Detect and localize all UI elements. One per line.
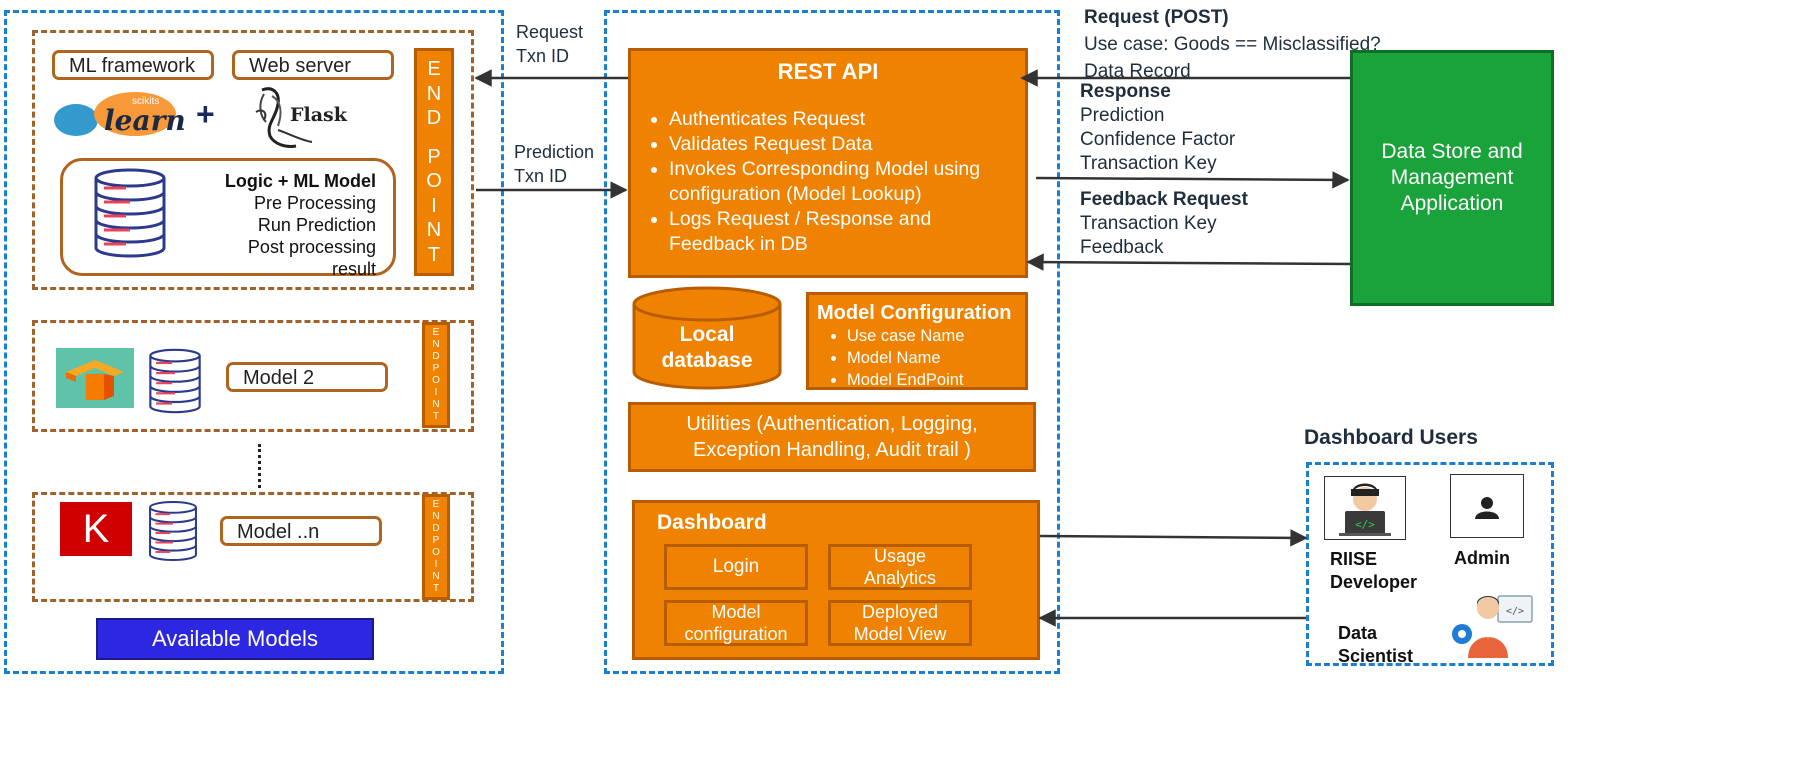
prediction-txn-label: Prediction Txn ID xyxy=(514,142,595,186)
model-configuration-title: Model Configuration xyxy=(817,302,1012,324)
endpoint-2: E N D P O I N T xyxy=(422,322,450,428)
web-server-label: Web server xyxy=(232,50,394,80)
response-note-line3: Transaction Key xyxy=(1080,153,1217,174)
flask-logo: Flask xyxy=(252,82,352,152)
code-glyph: </> xyxy=(1506,606,1524,617)
feedback-note-line2: Feedback xyxy=(1080,237,1164,258)
ml-framework-label: ML framework xyxy=(52,50,214,80)
available-models-panel xyxy=(4,10,504,674)
model-card-1 xyxy=(32,30,474,290)
logic-model-box xyxy=(60,158,396,276)
rest-api-bullets: Authenticates Request Validates Request … xyxy=(631,107,1025,257)
model-configuration-button[interactable]: Model configuration xyxy=(664,600,808,646)
feedback-note: Feedback Request Transaction Key Feedbac… xyxy=(1080,188,1248,260)
config-model-name: Model Name xyxy=(847,347,1019,369)
dashboard-users-panel xyxy=(1306,462,1554,666)
database-icon xyxy=(146,348,204,414)
model-card-3 xyxy=(32,492,474,602)
logic-line-result: result xyxy=(331,259,376,279)
logic-line-post: Post processing xyxy=(247,237,376,257)
bullet-validate: Validates Request Data xyxy=(669,132,1025,157)
feedback-note-title: Feedback Request xyxy=(1080,189,1248,210)
model-2-label: Model 2 xyxy=(226,362,388,392)
response-note-title: Response xyxy=(1080,81,1171,102)
endpoint-1: E N D P O I N T xyxy=(414,48,454,276)
utilities-box: Utilities (Authentication, Logging, Exce… xyxy=(628,402,1036,472)
more-models-separator xyxy=(258,444,261,488)
riise-developer-label: RIISE Developer xyxy=(1330,549,1418,592)
response-note-line1: Prediction xyxy=(1080,105,1165,126)
request-note: Request (POST) Use case: Goods == Miscla… xyxy=(1084,4,1381,85)
model-n-label: Model ..n xyxy=(220,516,382,546)
local-database: Local database xyxy=(632,286,782,390)
dashboard-users-title: Dashboard Users xyxy=(1304,426,1478,449)
tensorflow-logo xyxy=(56,348,134,408)
config-model-endpoint: Model EndPoint xyxy=(847,369,1019,391)
bullet-authenticate: Authenticates Request xyxy=(669,107,1025,132)
utilities-line1: Utilities (Authentication, Logging, xyxy=(686,413,978,435)
feedback-note-line1: Transaction Key xyxy=(1080,213,1217,234)
utilities-line2: Exception Handling, Audit trail ) xyxy=(693,439,971,461)
arrow-response-to-datastore xyxy=(1035,171,1350,189)
local-database-line2: database xyxy=(661,349,753,372)
rest-api-panel xyxy=(604,10,1060,674)
model-configuration-box: Model Configuration Use case Name Model … xyxy=(806,292,1028,390)
data-store-line2: Management xyxy=(1390,166,1514,189)
admin-label: Admin xyxy=(1454,548,1510,568)
request-note-title: Request (POST) xyxy=(1084,7,1229,28)
data-scientist-label: Data Scientist xyxy=(1338,623,1414,666)
usage-analytics-button[interactable]: Usage Analytics xyxy=(828,544,972,590)
logic-line-run: Run Prediction xyxy=(257,215,376,235)
arrow-dashboard-to-users xyxy=(1039,529,1308,547)
admin-avatar xyxy=(1450,474,1524,538)
request-txn-label: Request Txn ID xyxy=(516,22,584,66)
data-store-box: Data Store and Management Application xyxy=(1350,50,1554,306)
keras-letter: K xyxy=(82,506,110,551)
arrow-datastore-feedback xyxy=(1026,253,1351,271)
database-icon xyxy=(146,500,200,562)
data-scientist-avatar: </> xyxy=(1448,592,1534,660)
sklearn-logo-text: learn xyxy=(104,104,186,137)
flask-logo-text: Flask xyxy=(290,104,347,126)
sklearn-logo-small-text: scikits xyxy=(132,96,160,107)
config-use-case-name: Use case Name xyxy=(847,325,1019,347)
database-icon xyxy=(90,168,170,258)
available-models-button[interactable]: Available Models xyxy=(96,618,374,660)
logic-line-pre: Pre Processing xyxy=(253,193,376,213)
model-card-2 xyxy=(32,320,474,432)
logic-model-text: Logic + ML Model Pre Processing Run Pred… xyxy=(196,170,376,280)
login-button[interactable]: Login xyxy=(664,544,808,590)
logic-model-title: Logic + ML Model xyxy=(224,171,376,191)
deployed-model-view-button[interactable]: Deployed Model View xyxy=(828,600,972,646)
request-note-line1: Use case: Goods == Misclassified? xyxy=(1084,34,1381,55)
data-store-line1: Data Store and xyxy=(1381,140,1523,163)
endpoint-n: E N D P O I N T xyxy=(422,494,450,600)
data-store-line3: Application xyxy=(1400,192,1504,215)
dashboard-title: Dashboard xyxy=(657,511,767,534)
sklearn-logo: scikits learn xyxy=(54,92,186,142)
rest-api-title: REST API xyxy=(777,59,879,84)
code-glyph: </> xyxy=(1355,518,1375,531)
rest-api-box: REST API Authenticates Request Validates… xyxy=(628,48,1028,278)
plus-sign: + xyxy=(196,96,215,132)
riise-developer-avatar: </> xyxy=(1324,476,1406,540)
response-note: Response Prediction Confidence Factor Tr… xyxy=(1080,80,1235,176)
bullet-invoke: Invokes Corresponding Model usingconfigu… xyxy=(669,157,1025,207)
response-note-line2: Confidence Factor xyxy=(1080,129,1236,150)
local-database-line1: Local xyxy=(679,323,735,346)
keras-logo: K xyxy=(60,502,132,556)
